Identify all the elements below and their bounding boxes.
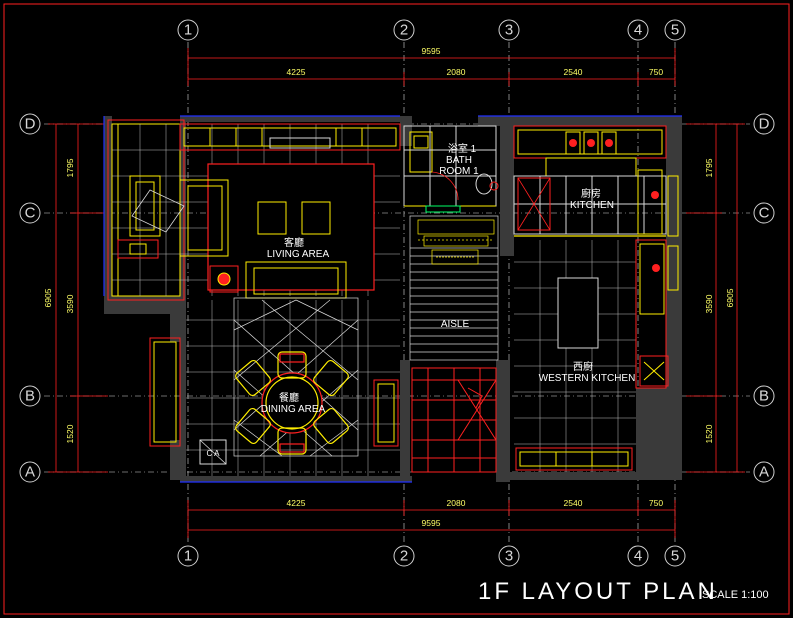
dim-top-seg-1: 4225	[287, 67, 306, 77]
western-kitchen-label-en: WESTERN KITCHEN	[539, 373, 636, 384]
axis-label-row-b-right: B	[759, 388, 769, 405]
dim-top-total: 9595	[422, 46, 441, 56]
axis-label-row-d-right: D	[759, 116, 770, 133]
dim-right-seg-3: 1520	[704, 424, 714, 443]
tile-grid-dining	[186, 300, 400, 476]
living-rug	[207, 163, 375, 291]
dim-top-seg-2: 2080	[447, 67, 466, 77]
dim-left-seg-2: 3590	[65, 294, 75, 313]
sofa-set	[117, 175, 347, 299]
dim-left-seg-1: 1795	[65, 158, 75, 177]
axis-label-row-a-right: A	[759, 464, 769, 481]
dimension-lines-bottom	[187, 500, 676, 538]
island-counter	[557, 277, 599, 349]
axis-label-col-1-bottom: 1	[184, 548, 192, 565]
room-label-kitchen: 廚房 KITCHEN	[570, 187, 614, 211]
dining-label-en: DINING AREA	[261, 404, 326, 415]
room-label-aisle: AISLE	[441, 319, 470, 330]
bathroom-door	[425, 205, 461, 213]
ca-tag: C A	[207, 449, 221, 458]
bath-label-en2: ROOM 1	[439, 166, 479, 177]
axis-label-col-1: 1	[184, 22, 192, 39]
dim-left-total: 6905	[43, 288, 53, 307]
row-axis-right: D C B A	[753, 113, 775, 483]
dim-right-seg-1: 1795	[704, 158, 714, 177]
dining-label-cn: 餐廳	[279, 391, 299, 404]
dim-left-seg-3: 1520	[65, 424, 75, 443]
drawing-scale: SCALE 1:100	[702, 589, 769, 601]
ca-marker: C A	[199, 439, 227, 465]
axis-label-col-4: 4	[634, 22, 642, 39]
western-kitchen-counter	[515, 239, 679, 471]
axis-label-col-4-bottom: 4	[634, 548, 642, 565]
bath-label-en1: BATH	[446, 155, 472, 166]
room-label-dining: 餐廳 DINING AREA	[261, 391, 326, 415]
room-label-western-kitchen: 西廚 WESTERN KITCHEN	[539, 360, 636, 384]
dim-top-seg-4: 750	[649, 67, 663, 77]
dim-bottom-seg-2: 2080	[447, 498, 466, 508]
room-label-living: 客廳 LIVING AREA	[267, 236, 330, 260]
axis-label-col-2: 2	[400, 22, 408, 39]
dimension-lines-right	[686, 123, 745, 473]
aisle-stair	[409, 215, 499, 361]
aisle-label-en: AISLE	[441, 319, 470, 330]
axis-label-row-a: A	[25, 464, 35, 481]
dim-right-seg-2: 3590	[704, 294, 714, 313]
column-axis-bottom: 1 2 3 4 5	[177, 545, 686, 567]
axis-label-row-c: C	[25, 205, 36, 222]
kitchen-counter	[513, 125, 679, 237]
dim-top-seg-3: 2540	[564, 67, 583, 77]
wall-edges	[103, 115, 682, 483]
room-label-bath: 浴室 1 BATH ROOM 1	[439, 142, 479, 177]
bay-window	[107, 119, 185, 301]
dimension-lines-left	[48, 123, 108, 473]
dining-sideboard	[373, 379, 399, 447]
chair-detail	[131, 189, 185, 233]
living-label-cn: 客廳	[284, 236, 304, 249]
dim-bottom-seg-3: 2540	[564, 498, 583, 508]
drawing-frame	[3, 3, 790, 615]
dim-bottom-total: 9595	[422, 518, 441, 528]
axis-label-row-b: B	[25, 388, 35, 405]
axis-label-row-d: D	[25, 116, 36, 133]
axis-label-col-3-bottom: 3	[505, 548, 513, 565]
row-axis-left: D C B A	[19, 113, 41, 483]
axis-label-col-5-bottom: 5	[671, 548, 679, 565]
dim-bottom-seg-1: 4225	[287, 498, 306, 508]
dining-rug-pattern	[233, 297, 359, 457]
drawing-title: 1F LAYOUT PLAN	[478, 578, 718, 605]
dining-table-set	[235, 351, 349, 455]
dim-right-total: 6905	[725, 288, 735, 307]
axis-label-row-c-right: C	[759, 205, 770, 222]
dim-bottom-seg-4: 750	[649, 498, 663, 508]
axis-label-col-5: 5	[671, 22, 679, 39]
western-kitchen-label-cn: 西廚	[573, 360, 593, 373]
column-axis-top: 1 2 3 4 5	[177, 19, 686, 41]
kitchen-label-cn: 廚房	[581, 187, 601, 200]
wall-cabinets-living	[179, 123, 401, 151]
kitchen-label-en: KITCHEN	[570, 200, 614, 211]
bathroom-fixtures	[403, 125, 499, 207]
living-label-en: LIVING AREA	[267, 249, 330, 260]
dimension-lines-top	[187, 48, 676, 86]
axis-label-col-2-bottom: 2	[400, 548, 408, 565]
dining-window	[149, 337, 181, 447]
lower-stair	[411, 367, 497, 473]
tile-grid-western-kitchen	[514, 240, 636, 472]
bath-label-cn: 浴室 1	[448, 142, 477, 155]
axis-label-col-3: 3	[505, 22, 513, 39]
